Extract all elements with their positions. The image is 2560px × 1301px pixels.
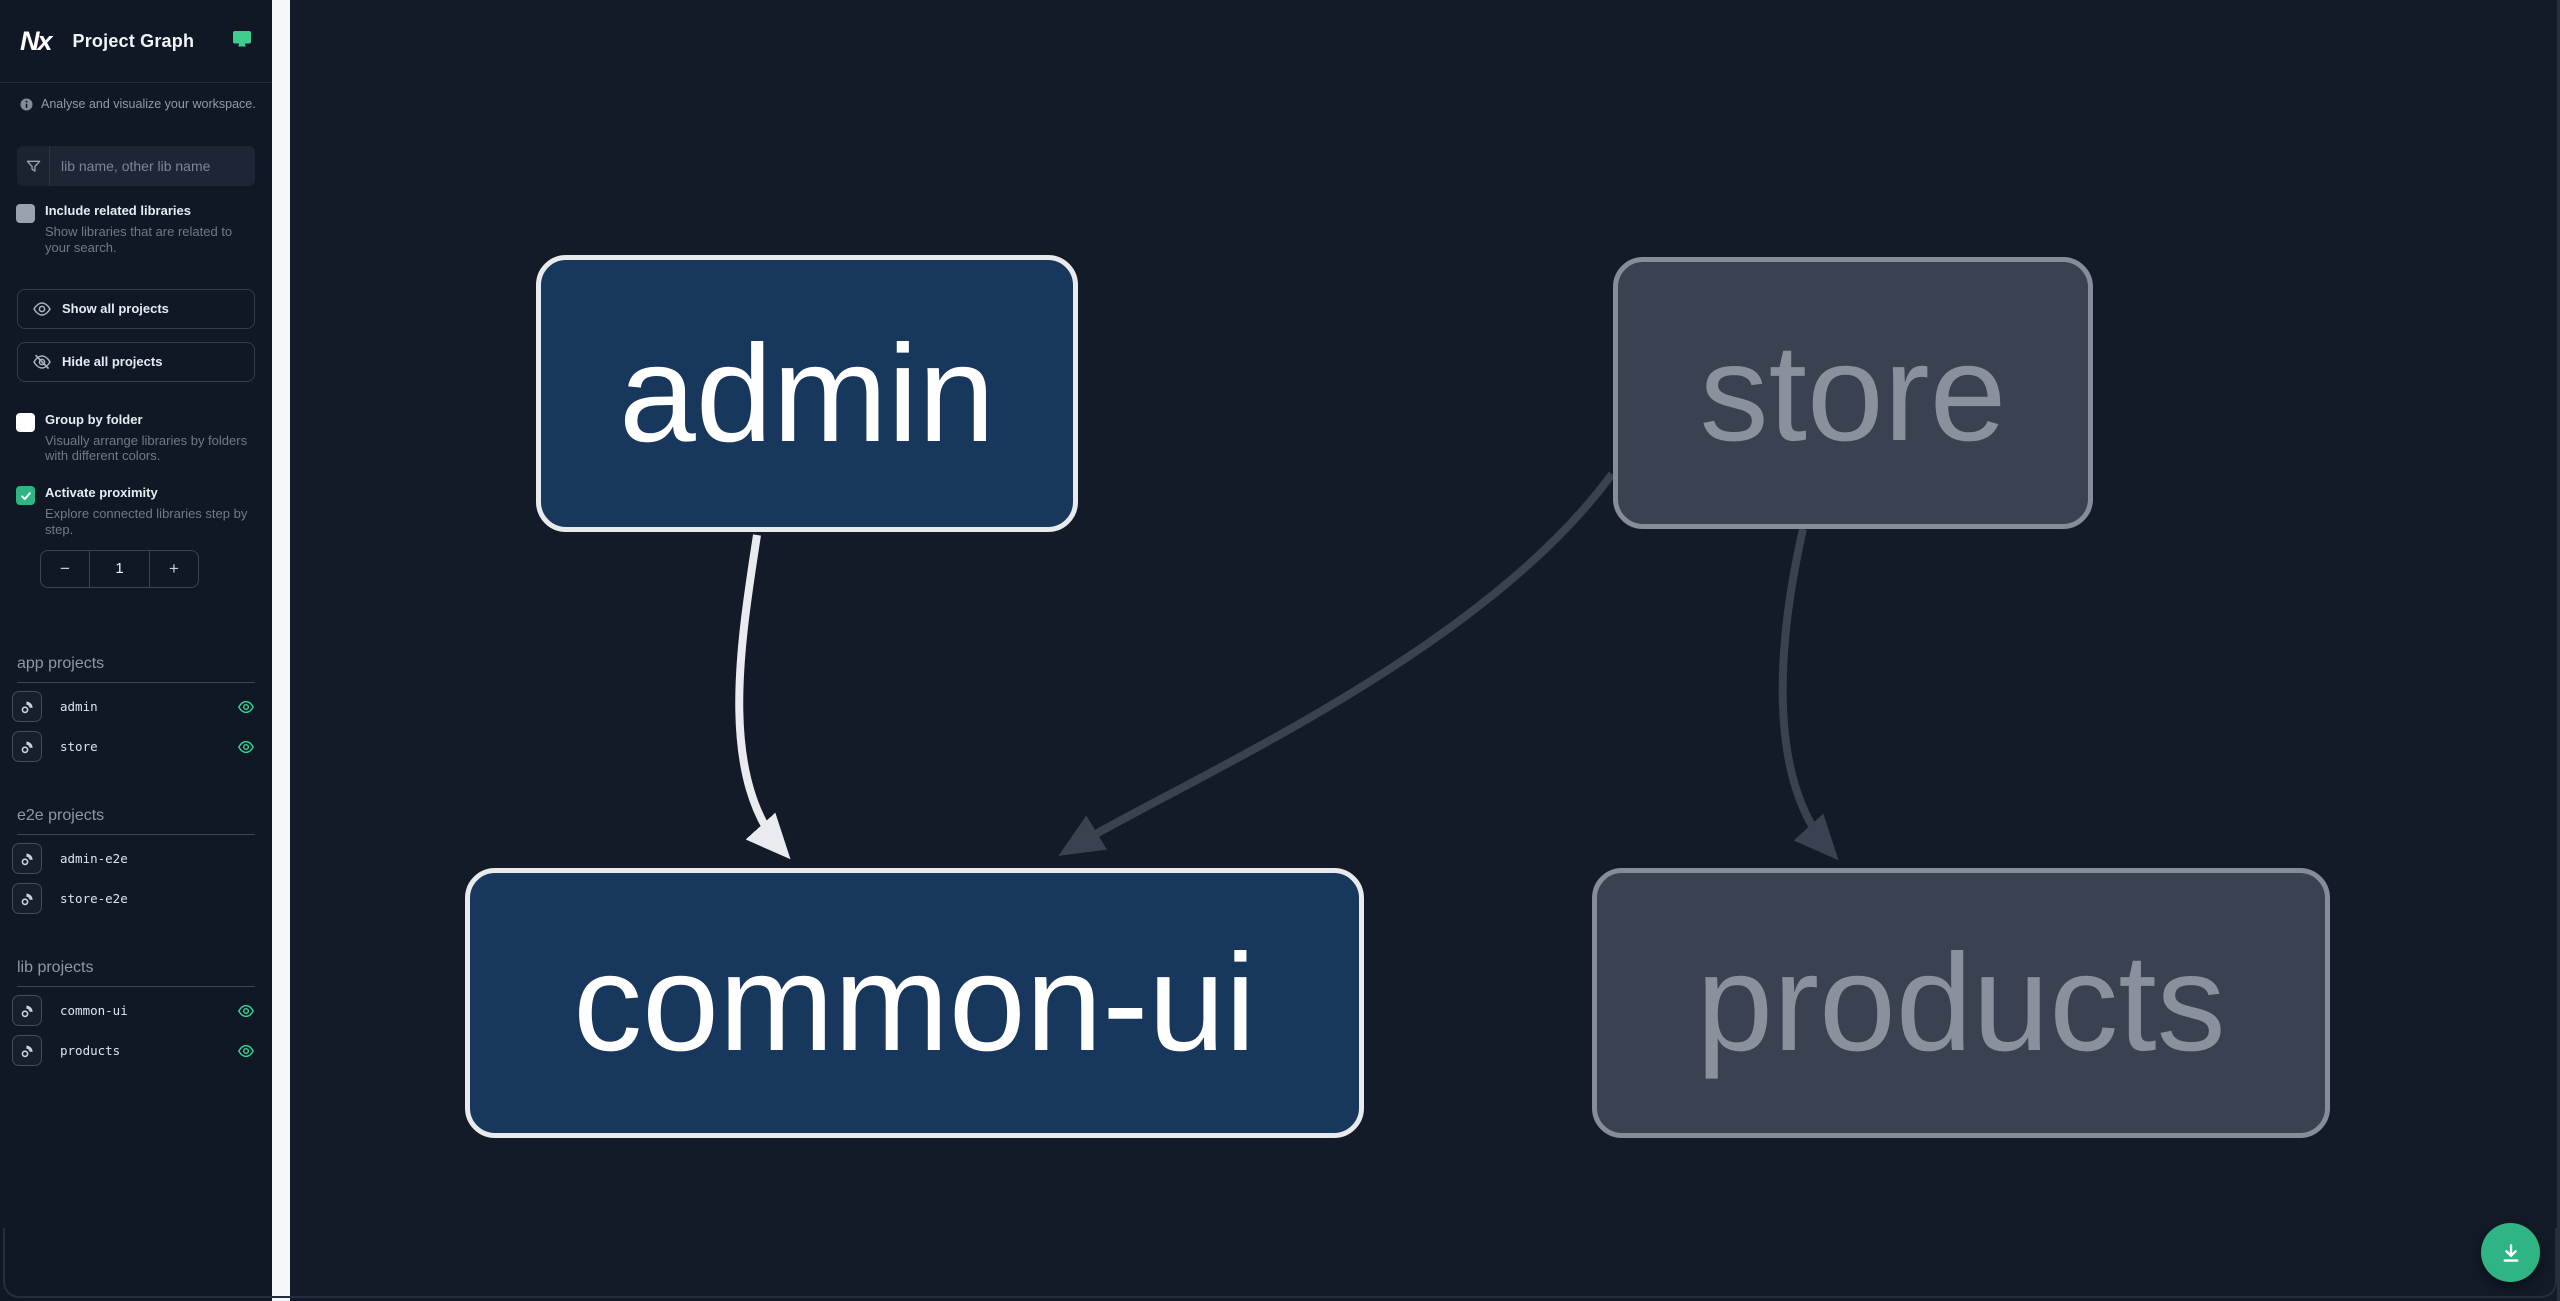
focus-project-icon[interactable] [12,691,42,723]
visibility-eye-icon[interactable] [237,1002,255,1020]
project-name: store-e2e [60,891,128,907]
group-by-folder-description: Visually arrange libraries by folders wi… [45,432,248,464]
node-label: products [1696,926,2226,1080]
section-app-projects: app projects admin [12,655,255,763]
proximity-stepper: − 1 + [40,549,199,588]
project-name: products [60,1043,121,1059]
tagline-row: Analyse and visualize your workspace. [0,83,272,111]
filter-icon [17,146,50,186]
group-by-folder-toggle[interactable]: Group by folder Visually arrange librari… [0,412,272,465]
node-label: common-ui [573,926,1256,1080]
eye-off-icon [32,352,52,372]
proximity-value: 1 [89,550,150,587]
focus-project-icon[interactable] [12,1035,42,1067]
sidebar: Nx Project Graph Analyse and visualize y… [0,0,272,1301]
graph-node-admin[interactable]: admin [536,255,1078,532]
focus-project-icon[interactable] [12,843,42,875]
eye-icon [32,299,52,319]
project-row-common-ui[interactable]: common-ui [12,995,255,1027]
app-header: Nx Project Graph [0,0,272,83]
download-image-button[interactable] [2481,1223,2540,1282]
project-row-store[interactable]: store [12,731,255,763]
graph-canvas[interactable]: admin store common-ui products [290,0,2560,1301]
activate-proximity-checkbox[interactable] [16,486,35,506]
activate-proximity-description: Explore connected libraries step by step… [45,506,248,537]
section-title: e2e projects [17,807,255,835]
nx-logo-icon: Nx [20,25,52,56]
download-icon [2498,1240,2524,1266]
edge-store-to-products[interactable] [1778,528,1839,861]
edge-admin-to-common-ui[interactable] [735,534,791,860]
include-related-description: Show libraries that are related to your … [45,223,233,255]
show-all-projects-label: Show all projects [62,301,169,317]
tagline-text: Analyse and visualize your workspace. [41,97,256,111]
project-name: store [60,739,98,755]
search-input[interactable] [50,146,255,186]
node-label: admin [619,316,995,471]
graph-edges [735,471,1839,861]
focus-project-icon[interactable] [12,995,42,1027]
hide-all-projects-label: Hide all projects [62,354,163,370]
project-row-admin[interactable]: admin [12,691,255,723]
include-related-checkbox[interactable] [16,204,35,223]
focus-project-icon[interactable] [12,731,42,763]
activate-proximity-label: Activate proximity [45,485,158,501]
proximity-increment-button[interactable]: + [150,551,198,587]
project-row-admin-e2e[interactable]: admin-e2e [12,843,255,875]
app-title: Project Graph [72,30,195,51]
graph-node-products[interactable]: products [1592,868,2330,1138]
include-related-label: Include related libraries [45,203,191,218]
project-name: admin [60,699,98,715]
check-icon [20,491,31,500]
visibility-eye-icon[interactable] [237,1042,255,1060]
project-name: admin-e2e [60,851,128,867]
group-by-folder-checkbox[interactable] [16,412,35,432]
focus-project-icon[interactable] [12,883,42,915]
project-row-products[interactable]: products [12,1035,255,1067]
graph-node-common-ui[interactable]: common-ui [465,868,1364,1138]
visibility-eye-icon[interactable] [237,698,255,716]
graph-node-store[interactable]: store [1613,257,2093,529]
activate-proximity-toggle[interactable]: Activate proximity Explore connected lib… [0,485,272,538]
monitor-icon[interactable] [232,29,252,53]
group-by-folder-label: Group by folder [45,411,143,427]
project-filter [17,146,255,186]
section-lib-projects: lib projects common-ui [12,959,255,1067]
section-e2e-projects: e2e projects admin-e2e store-e2 [12,807,255,915]
node-label: store [1699,316,2007,470]
project-row-store-e2e[interactable]: store-e2e [12,883,255,915]
show-all-projects-button[interactable]: Show all projects [17,288,255,329]
hide-all-projects-button[interactable]: Hide all projects [17,341,255,382]
include-related-toggle[interactable]: Include related libraries Show libraries… [0,203,272,256]
visibility-eye-icon[interactable] [237,738,255,756]
proximity-decrement-button[interactable]: − [41,551,89,587]
project-name: common-ui [60,1003,128,1019]
section-title: app projects [17,655,255,683]
edge-store-to-common-ui[interactable] [1058,471,1616,856]
section-title: lib projects [17,959,255,987]
info-icon [20,97,33,111]
sidebar-canvas-divider [272,0,290,1301]
